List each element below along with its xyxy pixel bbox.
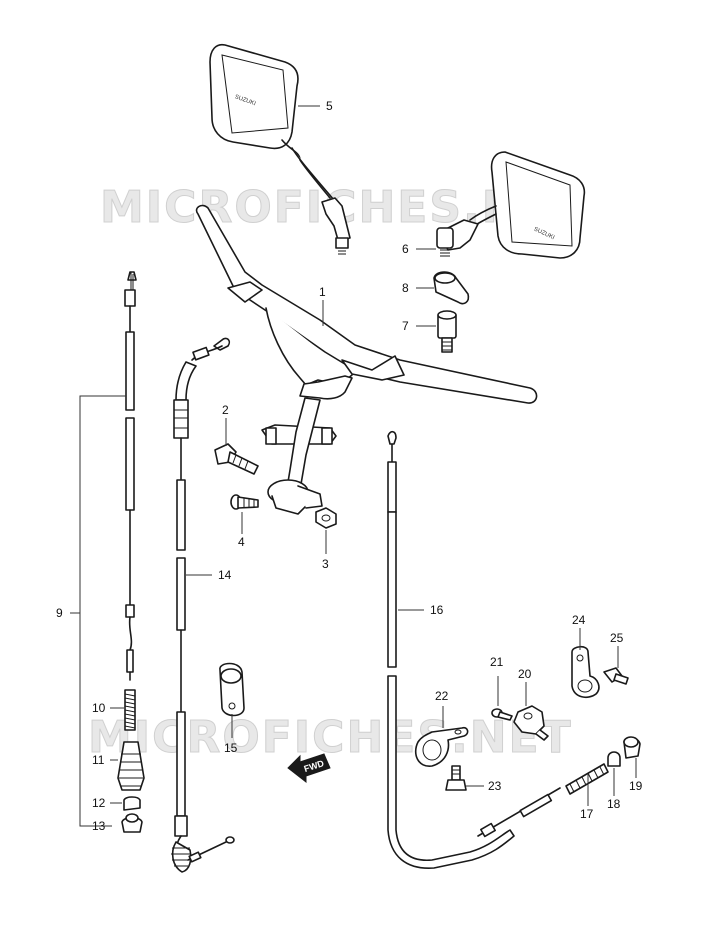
screw-21 bbox=[491, 708, 513, 721]
adjuster-13 bbox=[121, 813, 143, 833]
mirror-adaptor-8 bbox=[433, 271, 470, 305]
bolt-2 bbox=[214, 443, 259, 475]
screw-25 bbox=[603, 667, 629, 685]
cable-16 bbox=[387, 430, 561, 869]
callout-20: 20 bbox=[518, 667, 532, 681]
callout-24: 24 bbox=[572, 613, 586, 627]
spring-10 bbox=[124, 689, 136, 731]
watermark-bottom: MICROFICHES.NET bbox=[88, 712, 573, 763]
cap-18 bbox=[607, 751, 621, 767]
callout-7: 7 bbox=[402, 319, 409, 333]
callout-18: 18 bbox=[607, 797, 621, 811]
callout-19: 19 bbox=[629, 779, 643, 793]
clamp-24 bbox=[571, 645, 600, 699]
cap-12 bbox=[123, 796, 141, 811]
fwd-arrow: FWD bbox=[287, 753, 331, 784]
adjuster-19 bbox=[623, 736, 641, 759]
callout-15: 15 bbox=[224, 741, 238, 755]
callout-9: 9 bbox=[56, 606, 63, 620]
bracket-20 bbox=[513, 705, 549, 741]
callout-5: 5 bbox=[326, 99, 333, 113]
callout-10: 10 bbox=[92, 701, 106, 715]
callout-13: 13 bbox=[92, 819, 106, 833]
cable-14 bbox=[171, 337, 235, 873]
callout-11: 11 bbox=[92, 753, 105, 767]
cable-9 bbox=[124, 271, 137, 681]
callout-16: 16 bbox=[430, 603, 444, 617]
spring-17 bbox=[565, 763, 609, 795]
callout-2: 2 bbox=[222, 403, 229, 417]
callout-23: 23 bbox=[488, 779, 502, 793]
leader-lines bbox=[70, 105, 637, 827]
clamp-15 bbox=[219, 662, 245, 717]
callout-12: 12 bbox=[92, 796, 106, 810]
callout-4: 4 bbox=[238, 535, 245, 549]
callout-3: 3 bbox=[322, 557, 329, 571]
callout-6: 6 bbox=[402, 242, 409, 256]
callout-14: 14 bbox=[218, 568, 232, 582]
callout-21: 21 bbox=[490, 655, 504, 669]
callout-17: 17 bbox=[580, 807, 594, 821]
callout-7-8-a: 8 bbox=[402, 281, 409, 295]
callout-25: 25 bbox=[610, 631, 624, 645]
mirror-adaptor-7 bbox=[437, 310, 457, 353]
boot-11 bbox=[117, 741, 145, 791]
nut-3 bbox=[315, 507, 337, 529]
mirror-left: SUZUKI bbox=[209, 43, 351, 255]
screw-23 bbox=[445, 765, 467, 791]
bolt-4 bbox=[230, 494, 259, 510]
mirror-right: SUZUKI bbox=[436, 151, 586, 259]
callout-22: 22 bbox=[435, 689, 449, 703]
callout-1: 1 bbox=[319, 285, 326, 299]
handlebar bbox=[195, 204, 538, 515]
clamp-22 bbox=[414, 726, 469, 767]
callouts: 1 2 3 4 5 6 8 7 9 10 11 12 13 14 15 16 1… bbox=[56, 99, 643, 833]
